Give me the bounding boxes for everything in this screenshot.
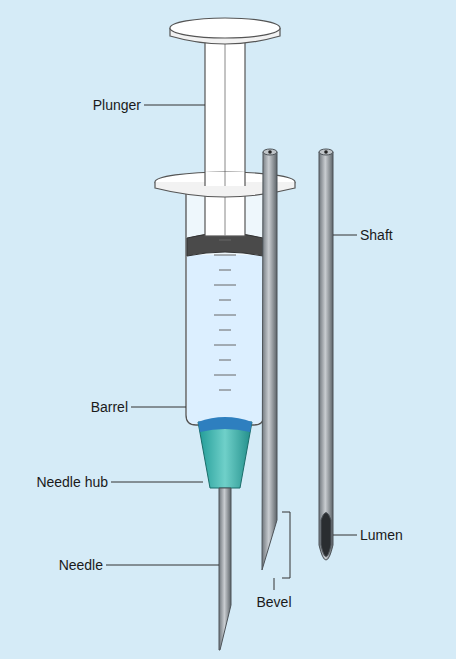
graduation-mark	[214, 345, 236, 346]
part-label: Shaft	[360, 227, 393, 243]
graduation-mark	[214, 285, 236, 286]
lumen	[321, 513, 331, 557]
plunger-rod	[205, 172, 245, 186]
needle-end	[263, 149, 277, 155]
needle-side-view	[262, 152, 277, 570]
plunger-rod	[244, 172, 245, 186]
graduation-mark	[214, 255, 236, 256]
part-label: Needle hub	[36, 474, 108, 490]
part-label: Needle	[59, 557, 103, 573]
graduation-mark	[219, 390, 231, 391]
graduation-mark	[219, 360, 231, 361]
needle-hub	[198, 417, 252, 432]
thumb-rest	[170, 18, 280, 38]
plunger-rod	[204, 172, 205, 186]
needle-hub	[198, 422, 252, 488]
part-label: Bevel	[256, 594, 291, 610]
lumen-opening	[268, 150, 272, 154]
leader-lines	[106, 105, 357, 565]
plunger-rib	[225, 42, 226, 236]
graduation-mark	[214, 375, 236, 376]
plunger-rib	[225, 172, 226, 186]
graduation-mark	[219, 240, 231, 241]
leader-line	[274, 578, 275, 590]
graduation-mark	[219, 270, 231, 271]
part-label: Lumen	[360, 527, 403, 543]
lumen-opening	[324, 150, 328, 154]
graduation-mark	[214, 315, 236, 316]
needle-end	[319, 149, 333, 155]
plunger-rod	[205, 42, 245, 236]
graduation-mark	[219, 330, 231, 331]
graduation-mark	[219, 300, 231, 301]
fluid	[187, 255, 263, 424]
bevel-bracket	[282, 512, 290, 578]
part-label: Plunger	[93, 97, 141, 113]
part-label: Barrel	[91, 399, 128, 415]
needle-front-view	[319, 152, 333, 560]
needle	[219, 488, 231, 650]
